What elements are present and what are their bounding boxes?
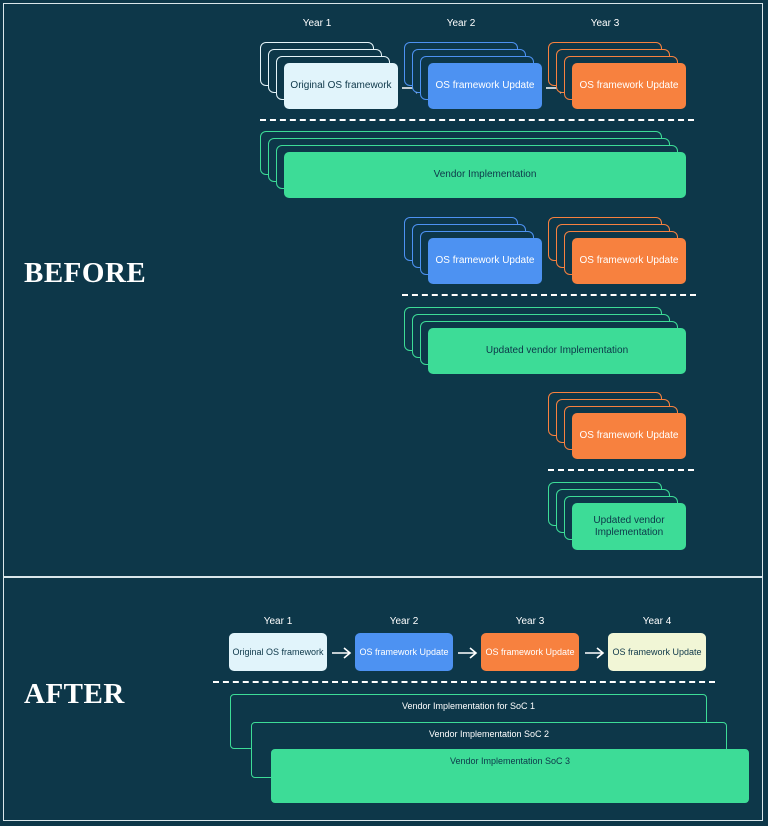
arrow-right-icon xyxy=(332,647,352,659)
original-os-box: Original OS framework xyxy=(229,633,327,671)
year-label: Year 3 xyxy=(590,18,620,29)
separator-line xyxy=(548,469,694,471)
os-update-box: OS framework Update xyxy=(428,238,542,284)
after-label: AFTER xyxy=(24,678,125,710)
before-label: BEFORE xyxy=(24,257,147,289)
vendor-soc2-label: Vendor Implementation SoC 2 xyxy=(428,729,550,739)
before-panel xyxy=(3,3,763,577)
after-panel xyxy=(3,577,763,821)
separator-line xyxy=(402,294,696,296)
vendor-impl-stack: Vendor Implementation xyxy=(260,131,686,198)
year-label: Year 1 xyxy=(302,18,332,29)
vendor-soc1-label: Vendor Implementation for SoC 1 xyxy=(401,701,536,711)
os-update-stack: OS framework Update xyxy=(548,217,686,284)
year-label: Year 3 xyxy=(515,616,545,627)
os-update-stack: OS framework Update xyxy=(404,217,542,284)
vendor-impl-stack: Updated vendor Implementation xyxy=(404,307,686,374)
vendor-impl-stack: Updated vendor Implementation xyxy=(548,482,686,550)
os-update-stack: OS framework Update xyxy=(548,392,686,459)
vendor-soc3-label: Vendor Implementation SoC 3 xyxy=(449,756,571,766)
separator-line xyxy=(213,681,715,683)
vendor-soc3-box: Vendor Implementation SoC 3 xyxy=(271,749,749,803)
os-update-box: OS framework Update xyxy=(572,238,686,284)
year-label: Year 1 xyxy=(263,616,293,627)
os-update-stack: OS framework Update xyxy=(548,42,686,109)
os-update-box: OS framework Update xyxy=(608,633,706,671)
year-label: Year 2 xyxy=(446,18,476,29)
os-update-box: OS framework Update xyxy=(572,413,686,459)
os-update-box: OS framework Update xyxy=(428,63,542,109)
vendor-impl-box: Updated vendor Implementation xyxy=(572,503,686,550)
original-os-stack: Original OS framework xyxy=(260,42,398,109)
original-os-box: Original OS framework xyxy=(284,63,398,109)
os-update-stack: OS framework Update xyxy=(404,42,542,109)
os-update-box: OS framework Update xyxy=(481,633,579,671)
os-update-box: OS framework Update xyxy=(355,633,453,671)
separator-line xyxy=(260,119,694,121)
vendor-impl-box: Updated vendor Implementation xyxy=(428,328,686,374)
os-update-box: OS framework Update xyxy=(572,63,686,109)
year-label: Year 4 xyxy=(642,616,672,627)
year-label: Year 2 xyxy=(389,616,419,627)
vendor-impl-box: Vendor Implementation xyxy=(284,152,686,198)
arrow-right-icon xyxy=(458,647,478,659)
arrow-right-icon xyxy=(585,647,605,659)
